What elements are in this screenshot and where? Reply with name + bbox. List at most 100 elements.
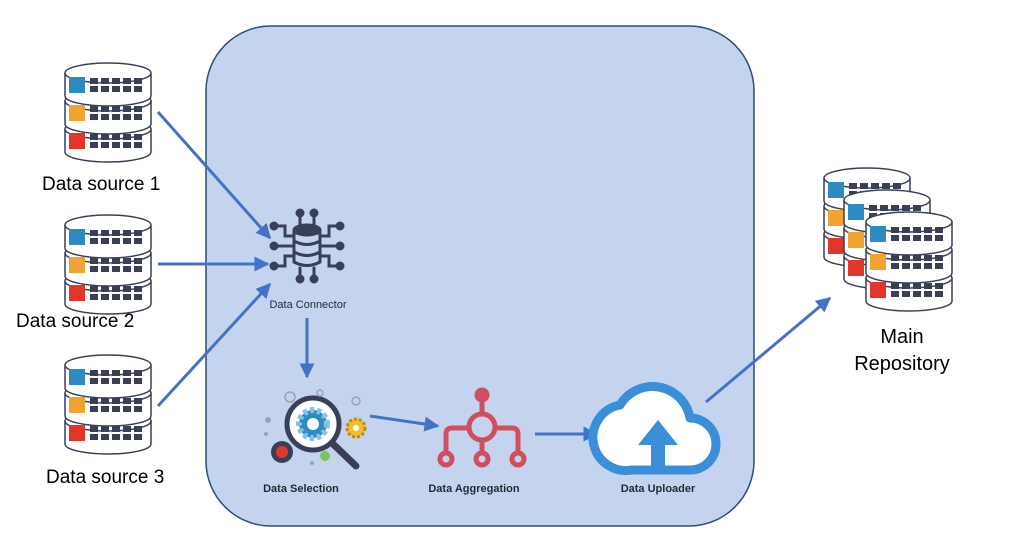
db-color-tab bbox=[828, 210, 844, 226]
db-slot bbox=[913, 291, 921, 297]
db-slot bbox=[123, 106, 131, 112]
db-slot bbox=[112, 142, 120, 148]
database-icon-source-1 bbox=[64, 62, 152, 163]
arrow-uploader-to-repository bbox=[705, 296, 832, 404]
db-color-tab bbox=[870, 226, 886, 242]
data-uploader-icon bbox=[588, 382, 721, 476]
db-slot bbox=[112, 286, 120, 292]
db-slot bbox=[891, 205, 899, 211]
db-slot bbox=[891, 255, 899, 261]
db-color-tab bbox=[848, 260, 864, 276]
db-color-tab bbox=[69, 133, 85, 149]
db-slot bbox=[134, 114, 142, 120]
db-slot bbox=[891, 227, 899, 233]
db-slot bbox=[101, 86, 109, 92]
db-slot bbox=[112, 78, 120, 84]
db-slot bbox=[101, 294, 109, 300]
db-slot bbox=[123, 142, 131, 148]
db-slot bbox=[101, 134, 109, 140]
db-color-tab bbox=[870, 282, 886, 298]
db-slot bbox=[112, 258, 120, 264]
db-slot bbox=[134, 106, 142, 112]
db-slot bbox=[90, 426, 98, 432]
db-slot bbox=[90, 286, 98, 292]
main-repository-label-line2: Repository bbox=[854, 353, 950, 375]
db-slot bbox=[112, 238, 120, 244]
db-slot bbox=[101, 434, 109, 440]
db-slot bbox=[90, 258, 98, 264]
db-slot bbox=[101, 230, 109, 236]
data-selection-icon bbox=[264, 389, 367, 470]
data-source-1-label: Data source 1 bbox=[42, 174, 161, 195]
db-slot bbox=[123, 78, 131, 84]
db-slot bbox=[935, 283, 943, 289]
db-slot bbox=[112, 398, 120, 404]
db-slot bbox=[860, 183, 868, 189]
db-slot bbox=[134, 378, 142, 384]
db-slot bbox=[90, 434, 98, 440]
db-slot bbox=[913, 263, 921, 269]
db-slot bbox=[924, 235, 932, 241]
db-slot bbox=[913, 227, 921, 233]
db-slot bbox=[112, 266, 120, 272]
db-slot bbox=[123, 406, 131, 412]
db-color-tab bbox=[69, 425, 85, 441]
db-slot bbox=[891, 283, 899, 289]
db-slot bbox=[90, 142, 98, 148]
database-icon-source-2 bbox=[64, 214, 152, 315]
db-color-tab bbox=[69, 105, 85, 121]
db-slot bbox=[871, 183, 879, 189]
db-slot bbox=[101, 286, 109, 292]
db-slot bbox=[849, 183, 857, 189]
db-slot bbox=[902, 255, 910, 261]
db-slot bbox=[123, 286, 131, 292]
db-slot bbox=[134, 230, 142, 236]
db-slot bbox=[935, 263, 943, 269]
db-slot bbox=[112, 378, 120, 384]
db-slot bbox=[913, 283, 921, 289]
db-slot bbox=[90, 266, 98, 272]
database-icon-repository-front bbox=[865, 211, 953, 312]
db-slot bbox=[134, 86, 142, 92]
db-slot bbox=[134, 266, 142, 272]
db-slot bbox=[101, 258, 109, 264]
arrow-selection-to-aggregation bbox=[369, 414, 440, 432]
db-slot bbox=[891, 263, 899, 269]
db-slot bbox=[935, 291, 943, 297]
db-disk bbox=[64, 62, 152, 107]
db-disk bbox=[64, 354, 152, 399]
db-slot bbox=[134, 370, 142, 376]
db-slot bbox=[893, 183, 901, 189]
db-slot bbox=[112, 114, 120, 120]
db-slot bbox=[902, 227, 910, 233]
data-connector-label: Data Connector bbox=[269, 299, 347, 311]
db-slot bbox=[112, 370, 120, 376]
db-slot bbox=[924, 227, 932, 233]
db-slot bbox=[123, 238, 131, 244]
main-repository-label: Main Repository bbox=[842, 324, 962, 378]
db-slot bbox=[123, 370, 131, 376]
db-slot bbox=[123, 426, 131, 432]
db-slot bbox=[112, 106, 120, 112]
db-slot bbox=[924, 283, 932, 289]
db-slot bbox=[90, 106, 98, 112]
db-slot bbox=[101, 106, 109, 112]
db-color-tab bbox=[69, 257, 85, 273]
db-slot bbox=[123, 266, 131, 272]
db-color-tab bbox=[848, 204, 864, 220]
db-color-tab bbox=[69, 397, 85, 413]
db-slot bbox=[134, 434, 142, 440]
db-slot bbox=[935, 255, 943, 261]
data-selection-label: Data Selection bbox=[263, 483, 339, 495]
db-slot bbox=[869, 205, 877, 211]
db-slot bbox=[134, 406, 142, 412]
db-slot bbox=[90, 238, 98, 244]
db-slot bbox=[112, 426, 120, 432]
db-slot bbox=[90, 398, 98, 404]
db-slot bbox=[882, 183, 890, 189]
db-slot bbox=[935, 235, 943, 241]
db-disk bbox=[865, 211, 953, 256]
db-slot bbox=[90, 78, 98, 84]
db-slot bbox=[90, 378, 98, 384]
